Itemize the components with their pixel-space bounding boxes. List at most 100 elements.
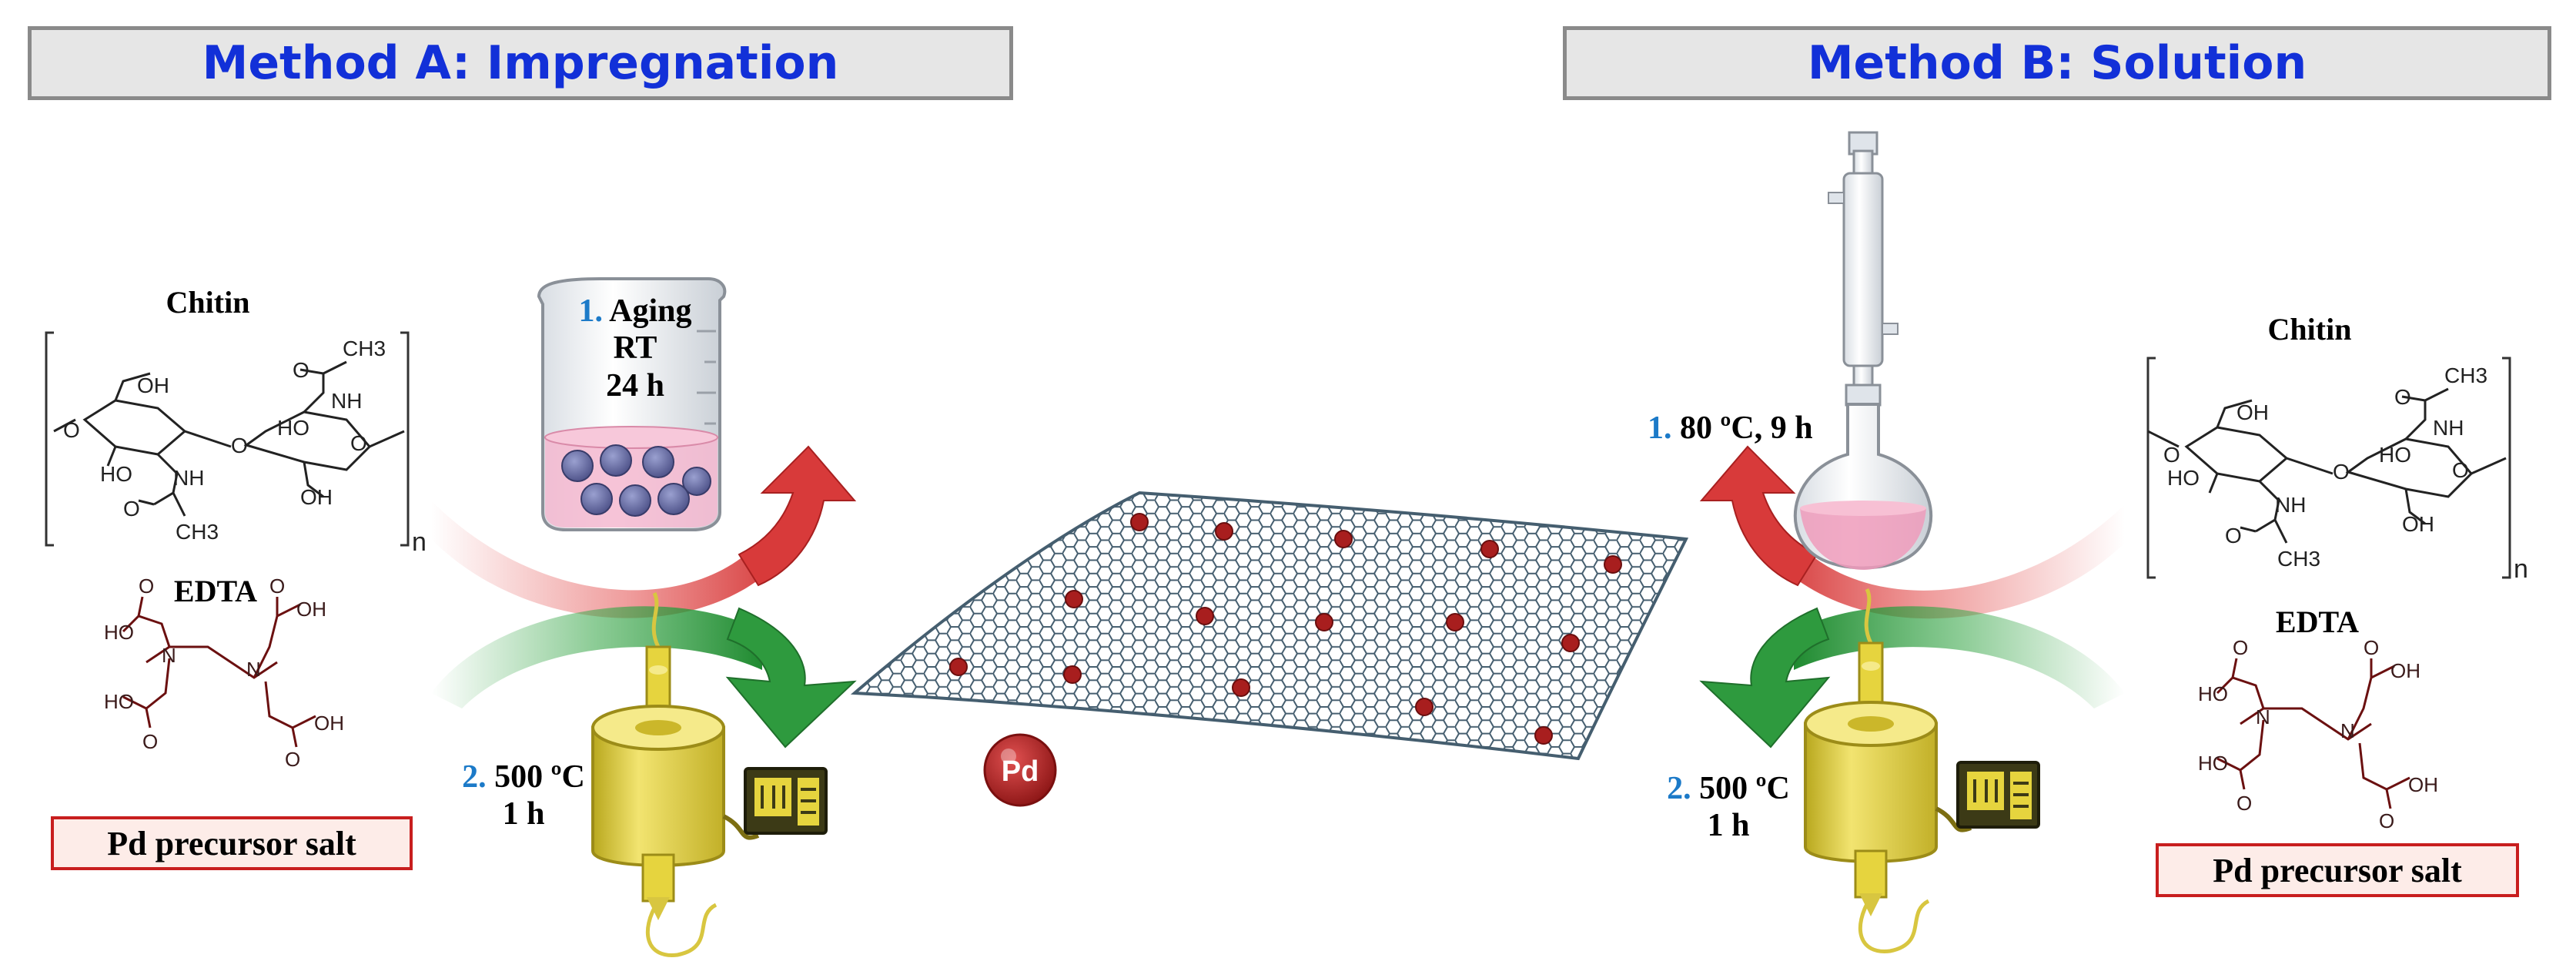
pd-particle xyxy=(1561,634,1580,652)
method-b-title: Method B: Solution xyxy=(1807,36,2307,90)
pd-particle xyxy=(1446,613,1464,631)
method-b-step2-label: 2. 500 ºC 1 h xyxy=(1640,770,1817,845)
chem-label: O xyxy=(2379,809,2394,832)
right-chitin-structure: OH O HO NH O CH3 O HO NH O CH3 OH O n xyxy=(2146,357,2528,584)
chem-label: OH xyxy=(296,598,326,621)
furnace-icon xyxy=(1804,588,2040,953)
round-bottom-flask-icon xyxy=(1793,403,1933,570)
method-b-header: Method B: Solution xyxy=(1563,26,2551,100)
chem-label: N xyxy=(2256,705,2270,728)
chem-label: O xyxy=(231,434,248,457)
method-a-step2-line2: 1 h xyxy=(502,796,545,832)
chem-label: O xyxy=(2333,460,2350,484)
pd-particle xyxy=(1065,590,1083,608)
method-b-step1-number: 1. xyxy=(1648,410,1672,446)
left-chitin-structure: OH O HO NH O CH3 O HO NH O CH3 OH O n xyxy=(45,331,427,557)
pd-particle xyxy=(1196,607,1214,625)
pd-particle xyxy=(1232,678,1250,697)
chem-label: N xyxy=(162,644,176,667)
pd-particle xyxy=(1063,665,1082,684)
chem-label: O xyxy=(2236,792,2252,815)
chem-label: NH xyxy=(173,466,204,490)
pd-particle xyxy=(949,658,968,676)
pd-particle xyxy=(1534,726,1553,745)
method-a-step2-label: 2. 500 ºC 1 h xyxy=(439,759,608,833)
right-chitin-label: Chitin xyxy=(2267,312,2352,347)
chem-label: OH xyxy=(2390,659,2420,682)
left-pd-precursor-salt-box: Pd precursor salt xyxy=(51,816,413,870)
pd-legend: Pd xyxy=(983,733,1057,807)
repeat-unit-n: n xyxy=(412,528,427,557)
method-b-step2-number: 2. xyxy=(1667,771,1691,806)
chem-label: O xyxy=(139,574,154,598)
right-edta-label: EDTA xyxy=(2275,605,2360,639)
carbon-support-sheet xyxy=(850,491,1689,761)
beaker-icon xyxy=(537,277,727,531)
pd-legend-label: Pd xyxy=(1002,755,1039,788)
chem-label: O xyxy=(2233,636,2248,659)
pd-particle xyxy=(1415,698,1434,716)
method-a-step1-label: 1. Aging RT 24 h xyxy=(554,293,716,404)
method-a-red-arrow xyxy=(431,445,857,618)
right-edta-structure: HO O N N O OH HO O O OH xyxy=(2198,636,2438,832)
right-pd-precursor-salt-label: Pd precursor salt xyxy=(2213,851,2462,889)
chem-label: CH3 xyxy=(176,520,219,544)
furnace-icon xyxy=(591,591,828,957)
chem-label: O xyxy=(2225,524,2242,548)
method-a-step1-line1: Aging xyxy=(609,293,692,329)
left-pd-precursor-salt-label: Pd precursor salt xyxy=(107,824,356,862)
chem-label: OH xyxy=(2236,400,2269,424)
pd-legend-particle xyxy=(983,733,1057,807)
pd-particles xyxy=(949,513,1622,745)
chem-label: N xyxy=(246,658,261,681)
pd-particle xyxy=(1215,522,1233,541)
pd-particle xyxy=(1604,555,1622,574)
chem-label: O xyxy=(2364,636,2379,659)
chem-label: OH xyxy=(2408,773,2438,796)
chem-label: HO xyxy=(2198,682,2228,705)
repeat-unit-n: n xyxy=(2514,554,2528,584)
pd-particle xyxy=(1130,513,1149,531)
chem-label: O xyxy=(123,497,140,521)
chem-label: OH xyxy=(314,712,344,735)
chem-label: HO xyxy=(277,416,309,440)
left-edta-structure: HO O N N O OH HO O O OH xyxy=(104,574,344,771)
chem-label: O xyxy=(2163,443,2180,467)
chem-label: CH3 xyxy=(343,337,386,360)
chem-label: OH xyxy=(300,485,333,509)
chem-label: HO xyxy=(2198,752,2228,775)
chem-label: O xyxy=(2394,385,2411,409)
pd-particle xyxy=(1315,613,1333,631)
chem-label: O xyxy=(285,748,300,771)
chem-label: HO xyxy=(104,690,134,713)
chem-label: O xyxy=(350,431,367,455)
method-a-step2-number: 2. xyxy=(462,759,487,795)
chem-label: N xyxy=(2340,719,2355,742)
method-b-green-arrow xyxy=(1699,606,2125,749)
chem-label: HO xyxy=(2167,466,2200,490)
left-edta-label: EDTA xyxy=(173,574,258,608)
chem-label: O xyxy=(2452,458,2469,482)
method-a-header: Method A: Impregnation xyxy=(28,26,1013,100)
left-chitin-label: Chitin xyxy=(166,285,250,320)
chem-label: CH3 xyxy=(2444,363,2487,387)
method-b-step1-label: 1. 80 ºC, 9 h xyxy=(1648,410,1848,447)
chem-label: NH xyxy=(331,389,362,413)
chem-label: O xyxy=(142,730,158,753)
method-a-step1-line3: 24 h xyxy=(606,367,664,404)
pd-particle xyxy=(1334,530,1353,548)
method-a-green-arrow xyxy=(431,606,857,749)
chem-label: OH xyxy=(137,373,169,397)
method-a-step1-line2: RT xyxy=(613,330,657,367)
method-b-step1-text: 80 ºC, 9 h xyxy=(1680,410,1813,446)
chem-label: HO xyxy=(100,462,132,486)
chem-label: HO xyxy=(104,621,134,644)
method-b-red-arrow xyxy=(1699,445,2125,619)
method-b-step2-line2: 1 h xyxy=(1707,808,1750,844)
method-b-step2-line1: 500 ºC xyxy=(1699,771,1790,806)
reflux-condenser-icon xyxy=(1828,131,1899,407)
method-a-title: Method A: Impregnation xyxy=(202,36,839,90)
chem-label: HO xyxy=(2379,443,2411,467)
